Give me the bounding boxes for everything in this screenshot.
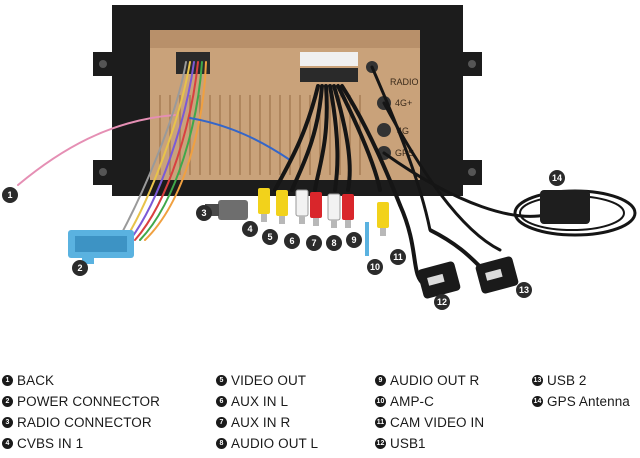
- legend-label: CAM VIDEO IN: [390, 415, 485, 430]
- callout-13: 13: [516, 282, 532, 298]
- legend-label: AUDIO OUT L: [231, 436, 319, 451]
- legend-item-cam-video-in: 11 CAM VIDEO IN: [375, 412, 484, 433]
- legend-item-audio-out-r: 9 AUDIO OUT R: [375, 370, 484, 391]
- back-wire: [17, 114, 176, 186]
- legend-label: AUX IN R: [231, 415, 291, 430]
- legend-column-4: 13 USB 2 14 GPS Antenna: [532, 370, 630, 412]
- product-photo: RADIO 4G+ 4G GPS: [17, 5, 637, 299]
- callout-6: 6: [284, 233, 300, 249]
- gps-antenna: [513, 189, 637, 237]
- legend-label: RADIO CONNECTOR: [17, 415, 152, 430]
- legend-number: 7: [216, 417, 227, 428]
- callout-9: 9: [346, 232, 362, 248]
- legend-label: AUX IN L: [231, 394, 289, 409]
- legend-number: 1: [2, 375, 13, 386]
- callout-2: 2: [72, 260, 88, 276]
- callout-10: 10: [367, 259, 383, 275]
- legend-label: VIDEO OUT: [231, 373, 307, 388]
- legend-label: BACK: [17, 373, 55, 388]
- legend-number: 9: [375, 375, 386, 386]
- legend-label: AUDIO OUT R: [390, 373, 480, 388]
- legend-item-radio-connector: 3 RADIO CONNECTOR: [2, 412, 160, 433]
- legend-item-usb1: 12 USB1: [375, 433, 484, 454]
- callout-8: 8: [326, 235, 342, 251]
- legend-number: 10: [375, 396, 386, 407]
- head-unit: RADIO 4G+ 4G GPS: [93, 5, 482, 196]
- legend-label: POWER CONNECTOR: [17, 394, 161, 409]
- 4g-port-label: 4G: [397, 126, 409, 136]
- legend-item-usb-2: 13 USB 2: [532, 370, 630, 391]
- callout-14: 14: [549, 170, 565, 186]
- legend-column-2: 5 VIDEO OUT 6 AUX IN L 7 AUX IN R 8 AUDIO OU…: [216, 370, 318, 454]
- legend-item-aux-in-l: 6 AUX IN L: [216, 391, 318, 412]
- legend-number: 2: [2, 396, 13, 407]
- callout-5: 5: [262, 229, 278, 245]
- legend-number: 12: [375, 438, 386, 449]
- legend-number: 6: [216, 396, 227, 407]
- callout-12: 12: [434, 294, 450, 310]
- legend-item-power-connector: 2 POWER CONNECTOR: [2, 391, 160, 412]
- legend-item-amp-c: 10 AMP-C: [375, 391, 484, 412]
- legend-label: USB 2: [547, 373, 587, 388]
- callout-7: 7: [306, 235, 322, 251]
- legend-number: 4: [2, 438, 13, 449]
- legend-label: GPS Antenna: [547, 394, 630, 409]
- 4g-plus-port-label: 4G+: [395, 98, 412, 108]
- callout-11: 11: [390, 249, 406, 265]
- legend-item-aux-in-r: 7 AUX IN R: [216, 412, 318, 433]
- legend-item-audio-out-l: 8 AUDIO OUT L: [216, 433, 318, 454]
- legend-item-gps-antenna: 14 GPS Antenna: [532, 391, 630, 412]
- legend-number: 11: [375, 417, 386, 428]
- harness-wires: [124, 61, 191, 241]
- callout-4: 4: [242, 221, 258, 237]
- legend-number: 3: [2, 417, 13, 428]
- legend-item-cvbs-in-1: 4 CVBS IN 1: [2, 433, 160, 454]
- legend-label: USB1: [390, 436, 426, 451]
- radio-port-label: RADIO: [390, 77, 419, 87]
- callout-3: 3: [196, 205, 212, 221]
- legend-label: CVBS IN 1: [17, 436, 84, 451]
- callout-1: 1: [2, 187, 18, 203]
- legend-label: AMP-C: [390, 394, 434, 409]
- legend-number: 13: [532, 375, 543, 386]
- power-connector: [68, 230, 134, 264]
- usb-connectors: [398, 204, 519, 299]
- legend-number: 8: [216, 438, 227, 449]
- legend-item-video-out: 5 VIDEO OUT: [216, 370, 318, 391]
- legend-number: 14: [532, 396, 543, 407]
- legend-column-3: 9 AUDIO OUT R 10 AMP-C 11 CAM VIDEO IN 12 US…: [375, 370, 484, 454]
- legend-number: 5: [216, 375, 227, 386]
- rca-connectors: [258, 188, 389, 256]
- legend-item-back: 1 BACK: [2, 370, 160, 391]
- gps-port-label: GPS: [395, 148, 414, 158]
